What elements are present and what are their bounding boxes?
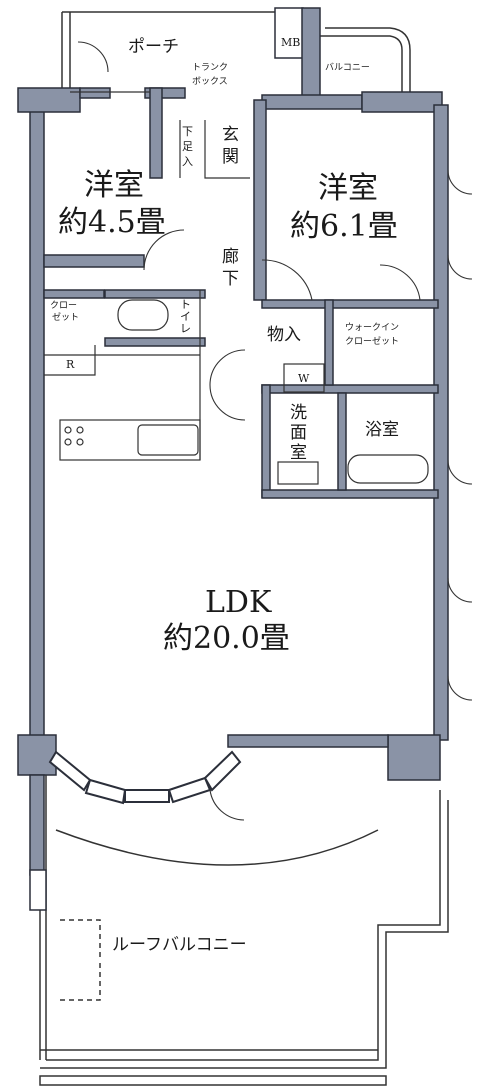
closet-label-1: クロー: [50, 300, 77, 311]
balcony-label: バルコニー: [325, 62, 370, 73]
walkin-closet-label-1: ウォークイン: [345, 322, 399, 333]
washroom-label-1: 洗: [290, 403, 307, 423]
outline-thin-lines: [39, 11, 449, 1086]
bathroom-label: 浴室: [365, 420, 399, 440]
hallway-label-2: 下: [222, 269, 239, 289]
ldk-label: LDK: [205, 585, 272, 620]
mb-label: MB: [281, 36, 300, 49]
walkin-closet-label-2: クローゼット: [345, 335, 399, 347]
porch-label: ポーチ: [128, 37, 179, 57]
toilet-label-3: レ: [180, 322, 191, 335]
bay-window: [48, 750, 242, 805]
entrance-label-2: 関: [222, 147, 239, 167]
hallway-label-1: 廊: [222, 247, 239, 267]
toilet-label-2: イ: [180, 310, 191, 323]
washer-label: W: [298, 372, 310, 385]
trunk-box-label-line1: トランク: [192, 62, 228, 73]
door-swings: [77, 41, 473, 821]
toilet-label-1: ト: [180, 298, 191, 311]
washroom-label-2: 面: [290, 423, 307, 443]
western-room-large-size: 約6.1畳: [290, 209, 398, 244]
western-room-small-size: 約4.5畳: [58, 205, 166, 240]
western-room-large-name: 洋室: [318, 171, 378, 206]
washroom-label-3: 室: [290, 443, 307, 463]
shoe-storage-label-2: 足: [182, 140, 193, 153]
fridge-label: R: [66, 358, 75, 371]
walls: [17, 7, 449, 911]
ldk-size: 約20.0畳: [163, 621, 290, 656]
storage-label: 物入: [267, 325, 301, 345]
shoe-storage-label-1: 下: [182, 125, 193, 138]
entrance-label-1: 玄: [222, 125, 239, 145]
trunk-box-label-line2: ボックス: [192, 76, 228, 87]
interior-lines: [44, 91, 429, 485]
shoe-storage-label-3: 入: [182, 155, 193, 168]
western-room-small-name: 洋室: [84, 168, 144, 203]
roof-balcony-label: ルーフバルコニー: [112, 935, 247, 955]
closet-label-2: ゼット: [52, 311, 79, 323]
